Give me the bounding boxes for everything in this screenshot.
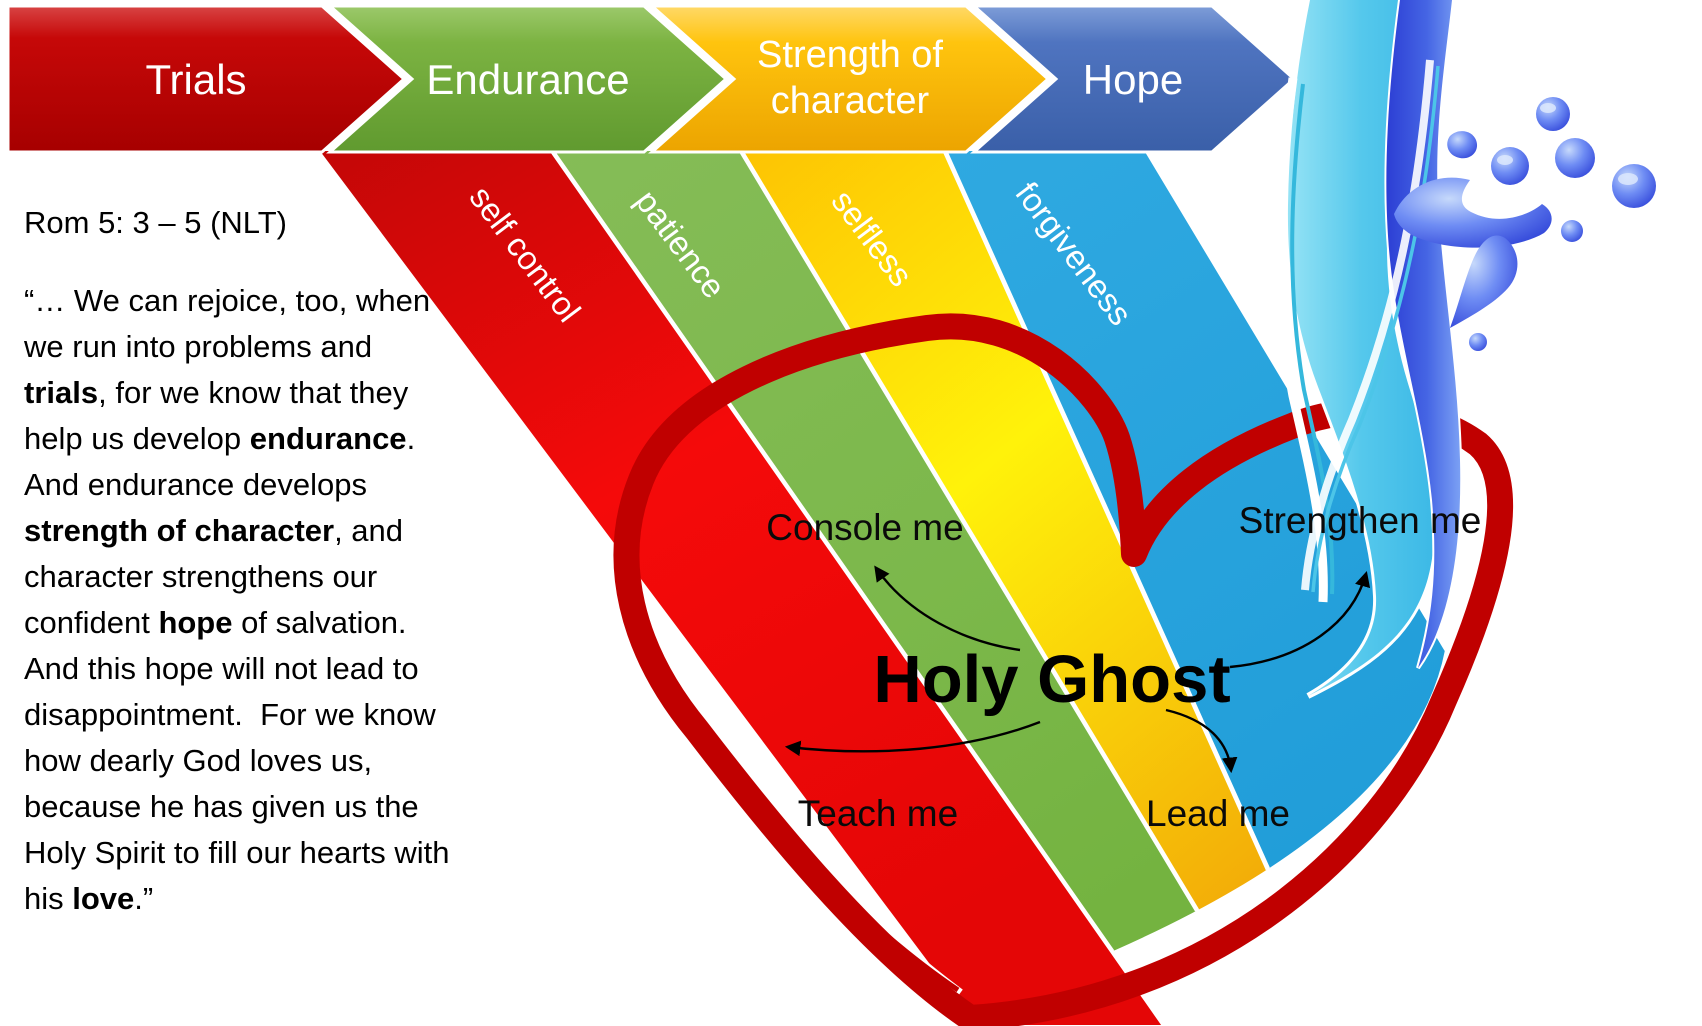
- water-teardrop: [1450, 235, 1518, 328]
- verse-line: we run into problems and: [24, 329, 373, 364]
- callout-console-me: Console me: [766, 507, 963, 548]
- verse-line: disappointment. For we know: [24, 697, 436, 732]
- verse-line: And this hope will not lead to: [24, 651, 419, 686]
- water-streak-line: [1301, 59, 1434, 591]
- verse-line: trials, for we know that they: [24, 375, 409, 410]
- chevron-strength: [648, 4, 1051, 154]
- verse-lines: “… We can rejoice, too, when we run into …: [24, 278, 510, 922]
- verse-line: And endurance develops: [24, 467, 367, 502]
- curved-arrow-teach: [784, 720, 1041, 757]
- droplet-highlight: [1497, 155, 1513, 165]
- water-stream-highlight-teal: [1290, 83, 1335, 595]
- curved-arrow-console: [874, 565, 1021, 652]
- chevron-label-endurance: Endurance: [426, 56, 629, 103]
- droplet-highlight: [1540, 103, 1556, 113]
- water-droplet: [1469, 333, 1487, 351]
- droplet-highlight: [1618, 173, 1638, 185]
- verse-line: Holy Spirit to fill our hearts with: [24, 835, 450, 870]
- holy-ghost-label: Holy Ghost: [873, 642, 1230, 717]
- heart-callouts: Holy Ghost Console me Strengthen me Teac…: [766, 500, 1481, 834]
- water-streak-line-teal: [1311, 65, 1440, 593]
- chevron-label-strength-line2: character: [771, 80, 930, 122]
- verse-line: confident hope of salvation.: [24, 605, 407, 640]
- water-droplet: [1536, 97, 1570, 131]
- verse-line: character strengthens our: [24, 559, 378, 594]
- chevron-endurance: [326, 4, 729, 154]
- water-splash-blob: [1394, 177, 1552, 248]
- curved-arrow-strengthen: [1229, 571, 1371, 669]
- verse-line: because he has given us the: [24, 789, 419, 824]
- verse-block: Rom 5: 3 – 5 (NLT) “… We can rejoice, to…: [24, 200, 510, 922]
- callout-lead-me: Lead me: [1146, 793, 1290, 834]
- verse-line: “… We can rejoice, too, when: [24, 283, 431, 318]
- water-droplet: [1491, 147, 1529, 185]
- verse-line: help us develop endurance.: [24, 421, 416, 456]
- verse-line: his love.”: [24, 881, 154, 916]
- verse-reference: Rom 5: 3 – 5 (NLT): [24, 205, 288, 240]
- verse-line: strength of character, and: [24, 513, 404, 548]
- curved-arrow-lead: [1165, 708, 1238, 774]
- water-droplet: [1555, 138, 1595, 178]
- process-banner: Trials Endurance Strength of character H…: [6, 4, 1297, 154]
- chevron-label-hope: Hope: [1083, 56, 1183, 103]
- chevron-trials: [6, 4, 407, 154]
- water-splash-graphic: [1275, 0, 1656, 699]
- callout-strengthen-me: Strengthen me: [1239, 500, 1482, 541]
- chevron-label-strength-line1: Strength of: [757, 34, 943, 76]
- heart-outline-group: [613, 313, 1514, 1026]
- verse-line: how dearly God loves us,: [24, 743, 373, 778]
- callout-teach-me: Teach me: [798, 793, 958, 834]
- chevron-label-trials: Trials: [145, 56, 246, 103]
- chevron-hope: [970, 4, 1297, 154]
- heart-outline: [613, 313, 1514, 1026]
- water-droplet: [1612, 164, 1656, 208]
- water-teardrop-small: [1447, 131, 1478, 159]
- water-droplet: [1561, 220, 1583, 242]
- water-stream-highlight-white: [1275, 77, 1328, 603]
